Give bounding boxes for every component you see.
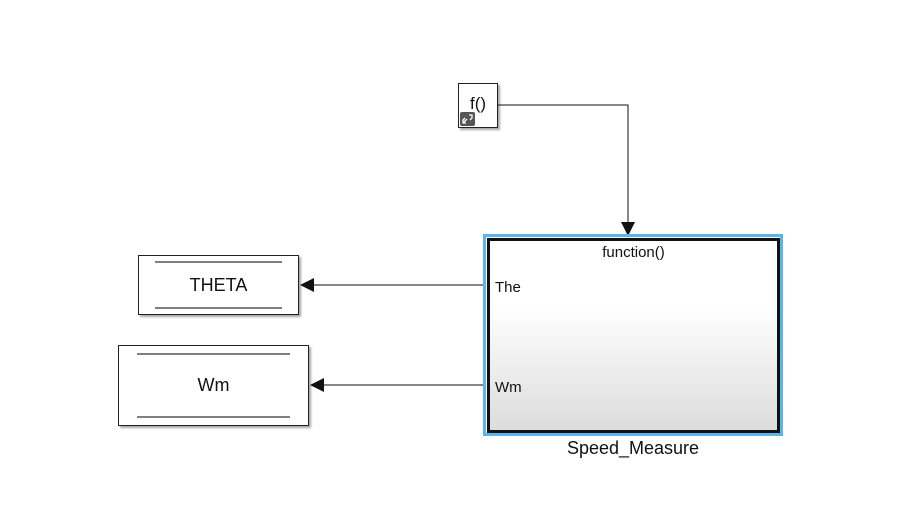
outport-wm: Wm	[495, 379, 522, 396]
arrowhead-wm	[310, 378, 324, 392]
goto-bottom-bar	[137, 416, 290, 418]
function-call-generator-block[interactable]: f()	[458, 83, 498, 128]
link-icon	[460, 112, 475, 126]
goto-wm-block[interactable]: Wm	[118, 345, 309, 426]
goto-bottom-bar	[155, 307, 282, 309]
arrowhead-theta	[300, 278, 314, 292]
speed-measure-subsystem[interactable]: function() The Wm	[487, 238, 780, 433]
outport-the: The	[495, 279, 521, 296]
trigger-label: f()	[469, 94, 487, 113]
goto-theta-label: THETA	[189, 275, 248, 295]
goto-top-bar	[155, 261, 282, 263]
subsystem-title: function()	[602, 244, 665, 261]
arrowhead-trigger	[621, 222, 635, 236]
signal-trigger[interactable]	[498, 104, 629, 224]
goto-theta-block[interactable]: THETA	[138, 255, 299, 315]
goto-wm-label: Wm	[197, 375, 230, 395]
selection-highlight	[483, 234, 783, 436]
goto-top-bar	[137, 353, 290, 355]
subsystem-name[interactable]: Speed_Measure	[566, 438, 700, 458]
